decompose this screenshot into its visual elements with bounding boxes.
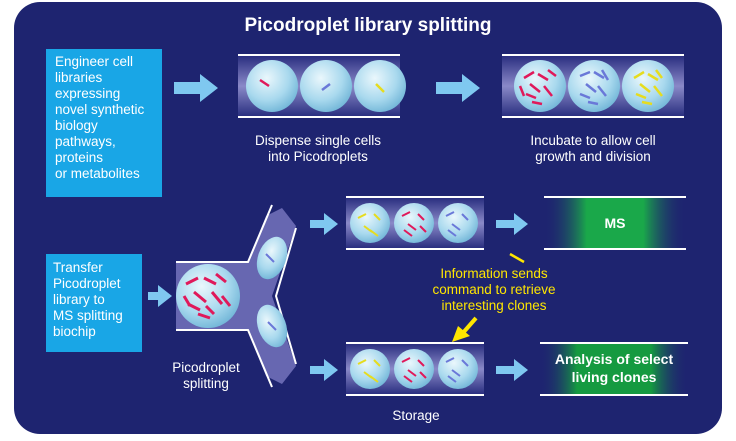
droplet xyxy=(394,203,434,243)
transfer-line: Transfer xyxy=(53,260,103,275)
engineer-line: expressing xyxy=(55,86,120,101)
info-line: Information sends xyxy=(440,266,548,281)
dispense-channel xyxy=(238,54,406,118)
storage-caption: Storage xyxy=(392,408,439,423)
clones-line: living clones xyxy=(572,369,657,385)
engineer-line: proteins xyxy=(55,150,103,165)
droplet xyxy=(438,203,478,243)
ms-label: MS xyxy=(605,215,626,231)
diagram-title: Picodroplet library splitting xyxy=(244,15,491,36)
droplet xyxy=(568,60,620,112)
clones-channel: Analysis of select living clones xyxy=(540,342,688,396)
clones-line: Analysis of select xyxy=(555,351,674,367)
info-arrowhead-icon xyxy=(452,326,470,342)
incubate-channel xyxy=(502,54,684,118)
transfer-line: Picodroplet xyxy=(53,276,121,291)
dispense-caption: Dispense single cells into Picodroplets xyxy=(255,133,381,164)
arrow-right-icon xyxy=(310,359,338,381)
arrow-right-icon xyxy=(148,285,172,307)
analysis-channel xyxy=(346,196,484,250)
engineer-line: or metabolites xyxy=(55,166,140,181)
info-caption: Information sends command to retrieve in… xyxy=(432,266,555,313)
droplet xyxy=(350,203,390,243)
engineer-line: novel synthetic xyxy=(55,102,145,117)
transfer-line: library to xyxy=(53,292,105,307)
droplet xyxy=(394,349,434,389)
droplet xyxy=(438,349,478,389)
transfer-line: MS splitting xyxy=(53,308,123,323)
splitting-line: Picodroplet xyxy=(172,360,240,375)
arrow-right-icon xyxy=(496,359,528,381)
incubate-line: growth and division xyxy=(535,149,651,164)
droplet xyxy=(622,60,674,112)
arrow-right-icon xyxy=(496,213,528,235)
split-droplet xyxy=(256,236,288,280)
incubate-line: Incubate to allow cell xyxy=(530,133,655,148)
dispense-line: into Picodroplets xyxy=(268,149,368,164)
transfer-box xyxy=(46,254,142,352)
transfer-line: biochip xyxy=(53,324,96,339)
splitter-biochip xyxy=(176,204,297,388)
storage-channel xyxy=(346,342,484,396)
droplet xyxy=(350,349,390,389)
incubate-caption: Incubate to allow cell growth and divisi… xyxy=(530,133,655,164)
ms-channel: MS xyxy=(544,196,686,250)
splitting-line: splitting xyxy=(183,376,229,391)
arrow-right-icon xyxy=(310,213,338,235)
engineer-line: Engineer cell xyxy=(55,54,133,69)
droplet xyxy=(246,60,298,112)
engineer-line: biology xyxy=(55,118,98,133)
arrow-right-icon xyxy=(436,74,480,102)
transfer-box-text: Transfer Picodroplet library to MS split… xyxy=(53,260,123,339)
splitting-caption: Picodroplet splitting xyxy=(172,360,240,391)
engineer-box-text: Engineer cell libraries expressing novel… xyxy=(55,54,145,181)
info-line: interesting clones xyxy=(441,298,546,313)
arrow-right-icon xyxy=(174,74,218,102)
engineer-line: pathways, xyxy=(55,134,116,149)
info-connector xyxy=(509,252,525,264)
engineer-box xyxy=(46,49,162,197)
info-line: command to retrieve xyxy=(432,282,555,297)
droplet xyxy=(354,60,406,112)
dispense-line: Dispense single cells xyxy=(255,133,381,148)
engineer-line: libraries xyxy=(55,70,103,85)
